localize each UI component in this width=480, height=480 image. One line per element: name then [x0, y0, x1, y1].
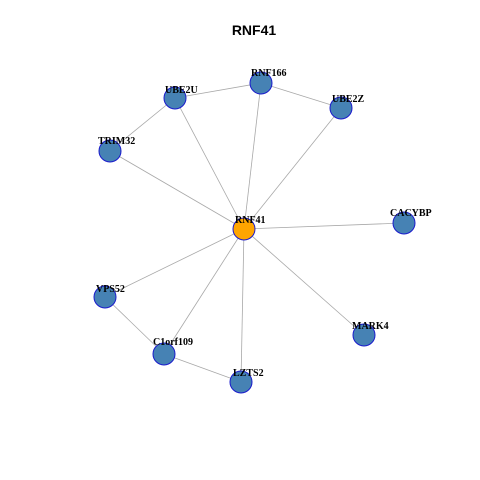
node-ube2u[interactable]: [163, 86, 187, 110]
edge-rnf41-trim32: [109, 150, 245, 230]
node-label-mark4: MARK4: [352, 321, 389, 332]
node-label-ube2z: UBE2Z: [332, 94, 365, 105]
node-layer: [93, 71, 416, 394]
edge-rnf41-rnf166: [243, 82, 262, 230]
edge-rnf41-c1orf109: [163, 228, 245, 355]
node-cacybp[interactable]: [392, 211, 416, 235]
edge-rnf41-mark4: [243, 228, 365, 336]
edge-ube2u-trim32: [109, 97, 176, 152]
node-rnf41[interactable]: [232, 217, 256, 241]
node-label-ube2u: UBE2U: [165, 85, 198, 96]
edge-layer: [104, 82, 405, 383]
edge-vps52-c1orf109: [104, 296, 165, 355]
edge-rnf41-ube2u: [174, 97, 245, 230]
node-lzts2[interactable]: [229, 370, 253, 394]
node-label-c1orf109: C1orf109: [153, 337, 193, 348]
edge-rnf41-ube2z: [243, 107, 342, 230]
node-vps52[interactable]: [93, 285, 117, 309]
node-mark4[interactable]: [352, 323, 376, 347]
node-label-rnf41: RNF41: [235, 215, 266, 226]
node-c1orf109[interactable]: [152, 342, 176, 366]
node-label-cacybp: CACYBP: [390, 208, 432, 219]
edge-ube2u-rnf166: [174, 82, 262, 99]
edge-rnf41-vps52: [104, 228, 245, 298]
graph-title: RNF41: [232, 22, 277, 38]
node-trim32[interactable]: [98, 139, 122, 163]
node-ube2z[interactable]: [329, 96, 353, 120]
node-label-trim32: TRIM32: [98, 136, 135, 147]
node-label-lzts2: LZTS2: [233, 368, 264, 379]
edge-c1orf109-lzts2: [163, 353, 242, 383]
edge-rnf41-lzts2: [240, 228, 245, 383]
node-label-vps52: VPS52: [96, 284, 125, 295]
node-rnf166[interactable]: [249, 71, 273, 95]
edge-rnf166-ube2z: [260, 82, 342, 109]
edge-rnf41-cacybp: [243, 222, 405, 230]
node-label-rnf166: RNF166: [251, 68, 287, 79]
